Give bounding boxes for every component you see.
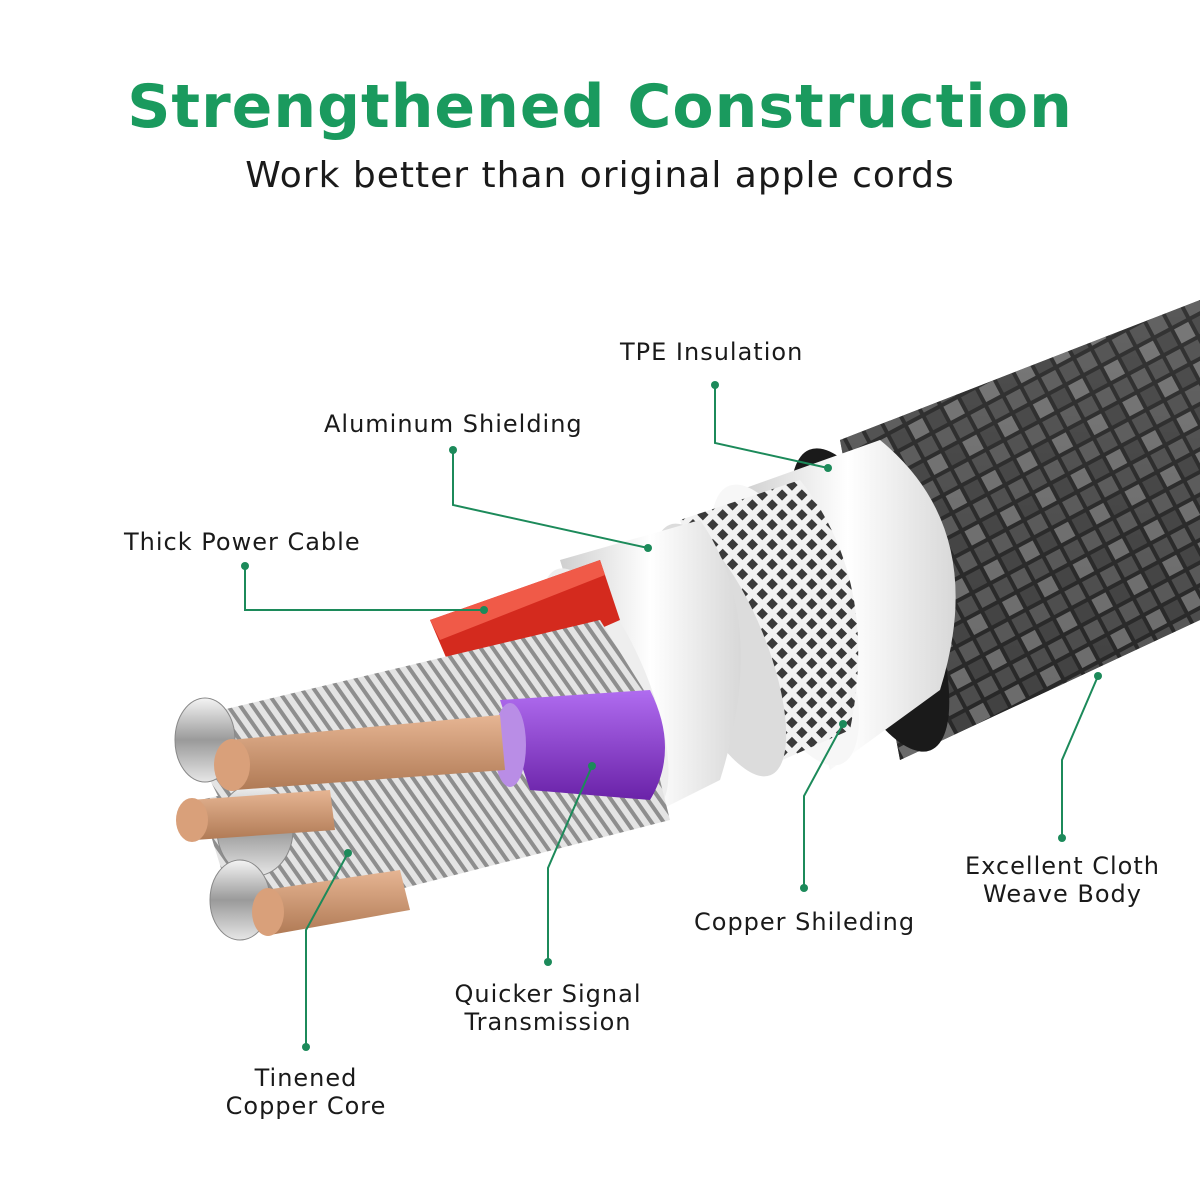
leader-core: [305, 852, 349, 1047]
label-core-line2: Copper Core: [225, 1092, 387, 1120]
leader-lines: [244, 385, 1099, 1047]
label-aluminum-shielding: Aluminum Shielding: [324, 410, 583, 438]
label-cloth-weave-line1: Excellent Cloth: [965, 852, 1160, 880]
label-tpe-insulation: TPE Insulation: [620, 338, 804, 366]
leader-tpe: [714, 385, 829, 469]
label-thick-power-cable: Thick Power Cable: [124, 528, 361, 556]
label-signal-line2: Transmission: [464, 1008, 632, 1036]
copper-conductors: [176, 715, 505, 936]
leader-thick-power: [244, 566, 484, 611]
label-copper-shielding: Copper Shileding: [694, 908, 916, 936]
leader-signal: [547, 765, 593, 962]
leader-cloth-weave: [1061, 675, 1099, 838]
page-subtitle: Work better than original apple cords: [245, 155, 955, 196]
leader-dots: [241, 381, 1102, 1051]
label-cloth-weave-body: Excellent Cloth Weave Body: [960, 852, 1165, 908]
leader-aluminum: [452, 450, 649, 549]
label-signal-transmission: Quicker Signal Transmission: [448, 980, 648, 1036]
leader-copper-shielding: [803, 723, 844, 888]
label-copper-core: Tinened Copper Core: [216, 1064, 396, 1120]
label-signal-line1: Quicker Signal: [454, 980, 642, 1008]
label-core-line1: Tinened: [254, 1064, 358, 1092]
label-cloth-weave-line2: Weave Body: [983, 880, 1142, 908]
page-title: Strengthened Construction: [127, 72, 1073, 142]
